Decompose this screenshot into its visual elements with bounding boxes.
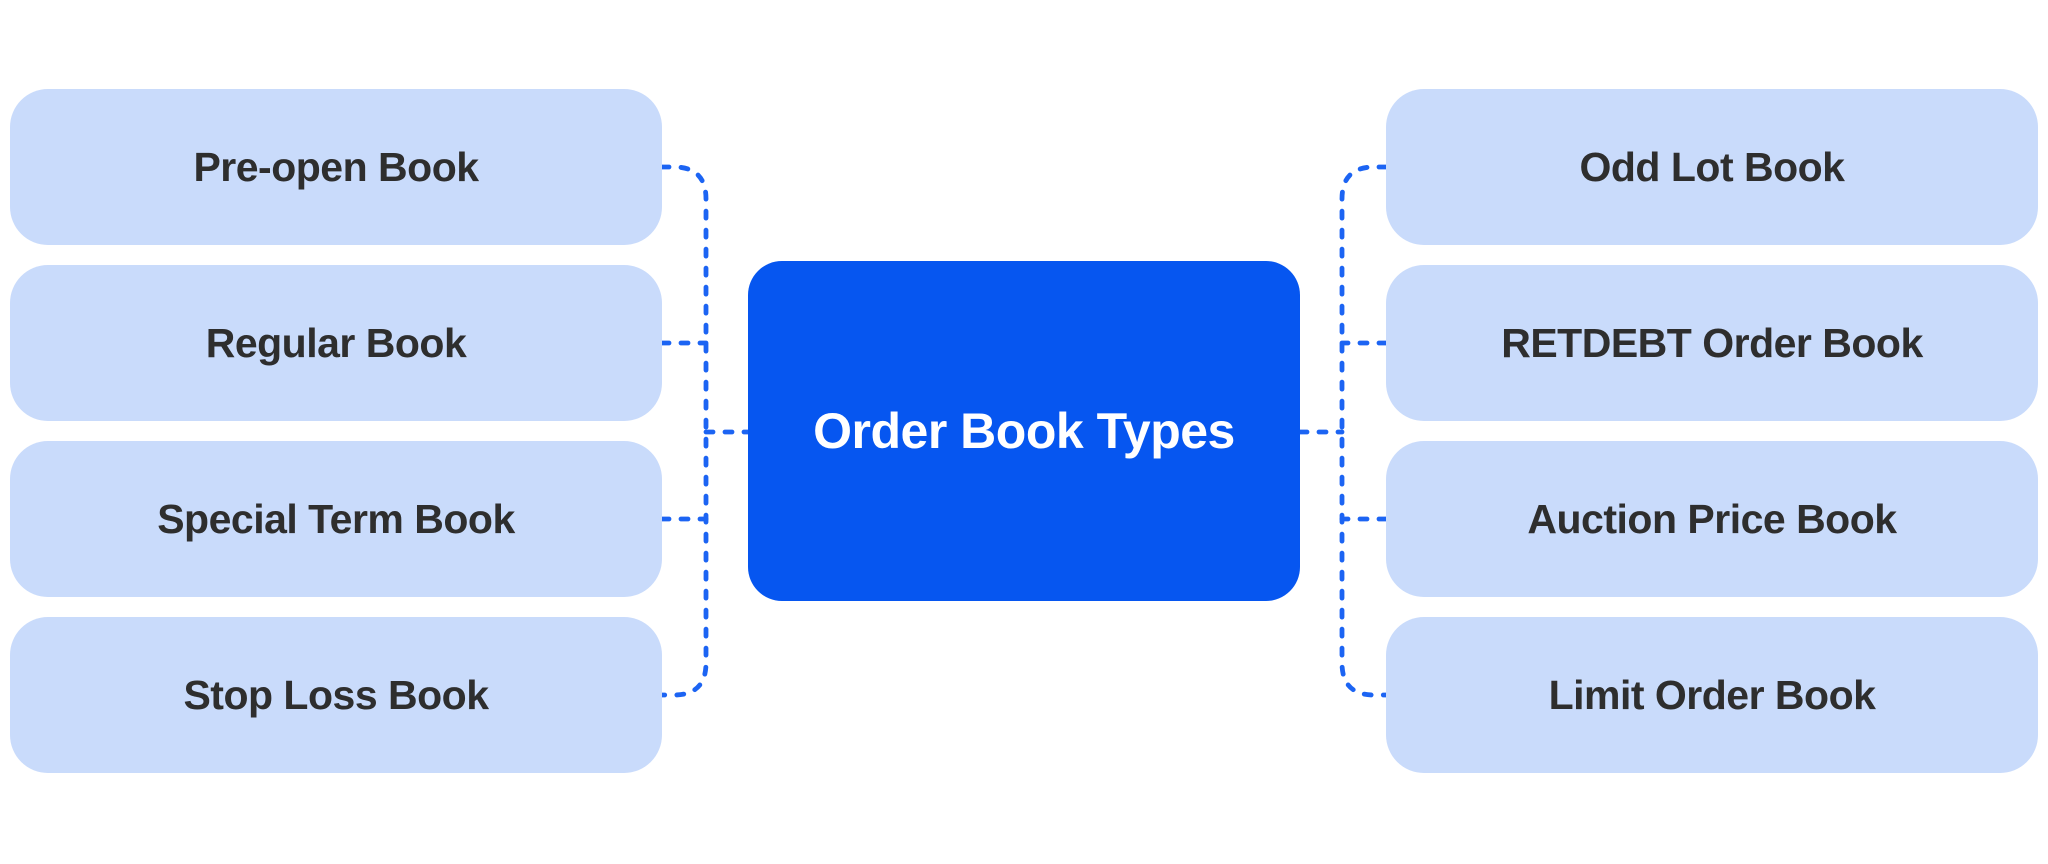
node-label: Auction Price Book bbox=[1527, 495, 1897, 542]
node-label: Stop Loss Book bbox=[183, 671, 489, 718]
node-limit-order-book: Limit Order Book bbox=[1386, 617, 2038, 773]
right-spine-connector bbox=[1339, 164, 1389, 698]
node-auction-price-book: Auction Price Book bbox=[1386, 441, 2038, 597]
node-label: Special Term Book bbox=[157, 495, 515, 542]
center-node-label: Order Book Types bbox=[813, 403, 1235, 459]
node-label: Odd Lot Book bbox=[1579, 143, 1845, 190]
node-label: Pre-open Book bbox=[193, 143, 479, 190]
node-label: RETDEBT Order Book bbox=[1501, 319, 1923, 366]
node-order-book-types: Order Book Types bbox=[748, 261, 1300, 601]
node-stop-loss-book: Stop Loss Book bbox=[10, 617, 662, 773]
node-odd-lot-book: Odd Lot Book bbox=[1386, 89, 2038, 245]
node-retdebt-order-book: RETDEBT Order Book bbox=[1386, 265, 2038, 421]
node-pre-open-book: Pre-open Book bbox=[10, 89, 662, 245]
left-spine-connector bbox=[659, 164, 709, 698]
node-label: Limit Order Book bbox=[1548, 671, 1876, 718]
node-special-term-book: Special Term Book bbox=[10, 441, 662, 597]
node-label: Regular Book bbox=[205, 319, 467, 366]
node-regular-book: Regular Book bbox=[10, 265, 662, 421]
